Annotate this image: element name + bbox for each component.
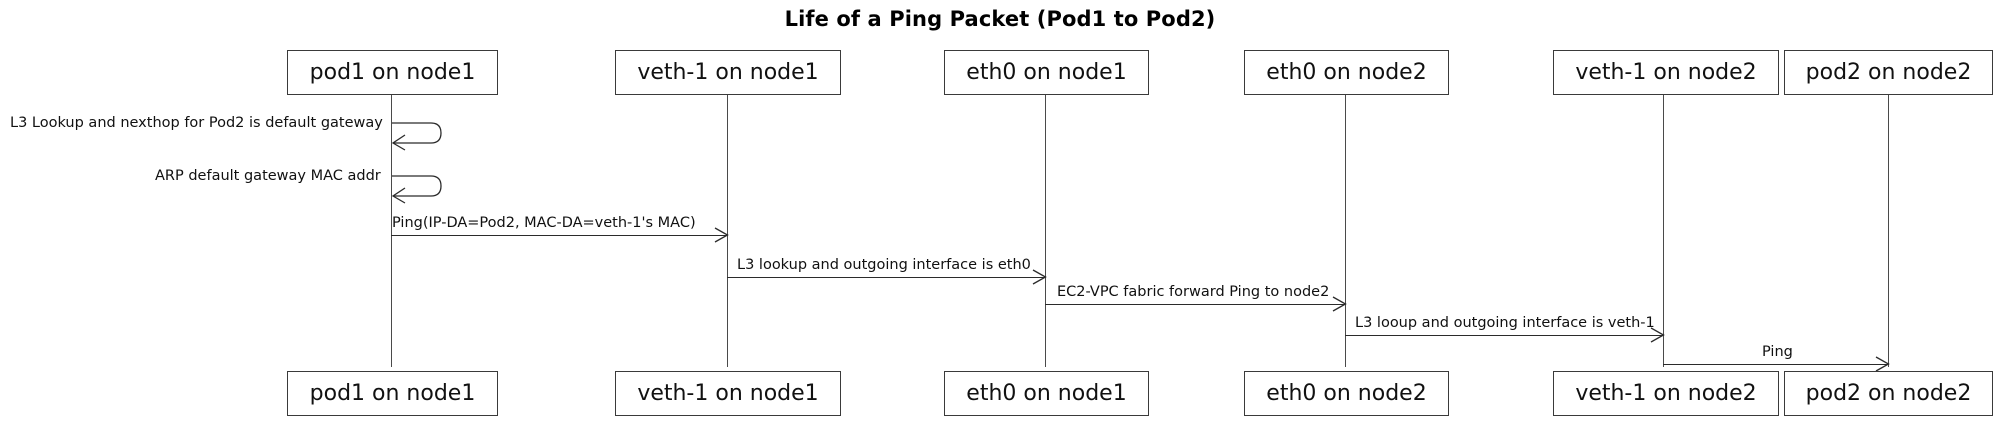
participant-box-top-veth1-node2[interactable]: veth-1 on node2 [1553, 50, 1779, 95]
arrowhead-icon-5 [1332, 296, 1347, 312]
message-label-1: L3 Lookup and nexthop for Pod2 is defaul… [10, 115, 383, 131]
participant-box-top-eth0-node2[interactable]: eth0 on node2 [1244, 50, 1449, 95]
participant-box-bottom-pod1-node1[interactable]: pod1 on node1 [287, 371, 498, 416]
participant-label: pod1 on node1 [309, 60, 476, 85]
lifeline-veth1-node2 [1663, 95, 1665, 367]
participant-label: eth0 on node2 [1266, 381, 1427, 406]
message-line-7 [1663, 364, 1888, 366]
message-selfloop-1 [391, 120, 451, 152]
diagram-title: Life of a Ping Packet (Pod1 to Pod2) [784, 7, 1216, 31]
participant-box-bottom-eth0-node1[interactable]: eth0 on node1 [944, 371, 1149, 416]
message-line-3 [391, 235, 727, 237]
arrowhead-icon-7 [1875, 356, 1890, 372]
participant-label: pod2 on node2 [1805, 60, 1972, 85]
participant-box-top-pod2-node2[interactable]: pod2 on node2 [1784, 50, 1993, 95]
arrowhead-icon-6 [1650, 327, 1665, 343]
participant-label: pod2 on node2 [1805, 381, 1972, 406]
participant-box-top-pod1-node1[interactable]: pod1 on node1 [287, 50, 498, 95]
lifeline-pod2-node2 [1888, 95, 1890, 367]
message-selfloop-2 [391, 173, 451, 205]
lifeline-eth0-node1 [1045, 95, 1047, 367]
participant-box-bottom-eth0-node2[interactable]: eth0 on node2 [1244, 371, 1449, 416]
participant-label: eth0 on node1 [966, 60, 1127, 85]
message-label-5: EC2-VPC fabric forward Ping to node2 [1057, 284, 1330, 300]
lifeline-veth1-node1 [727, 95, 729, 367]
message-line-6 [1345, 335, 1663, 337]
participant-label: eth0 on node1 [966, 381, 1127, 406]
participant-box-top-veth1-node1[interactable]: veth-1 on node1 [615, 50, 841, 95]
participant-label: veth-1 on node2 [1575, 60, 1757, 85]
message-line-5 [1045, 304, 1345, 306]
participant-box-bottom-pod2-node2[interactable]: pod2 on node2 [1784, 371, 1993, 416]
participant-label: eth0 on node2 [1266, 60, 1427, 85]
participant-box-top-eth0-node1[interactable]: eth0 on node1 [944, 50, 1149, 95]
participant-box-bottom-veth1-node1[interactable]: veth-1 on node1 [615, 371, 841, 416]
message-label-2: ARP default gateway MAC addr [155, 168, 381, 184]
message-line-4 [727, 277, 1045, 279]
participant-label: veth-1 on node1 [637, 60, 819, 85]
message-label-6: L3 looup and outgoing interface is veth-… [1355, 315, 1655, 331]
message-label-3: Ping(IP-DA=Pod2, MAC-DA=veth-1's MAC) [392, 215, 696, 231]
arrowhead-icon-4 [1032, 269, 1047, 285]
participant-label: veth-1 on node2 [1575, 381, 1757, 406]
participant-label: pod1 on node1 [309, 381, 476, 406]
message-label-4: L3 lookup and outgoing interface is eth0 [737, 257, 1031, 273]
participant-box-bottom-veth1-node2[interactable]: veth-1 on node2 [1553, 371, 1779, 416]
lifeline-eth0-node2 [1345, 95, 1347, 367]
arrowhead-icon-3 [714, 227, 729, 243]
message-label-7: Ping [1762, 344, 1793, 360]
lifeline-pod1-node1 [391, 95, 393, 367]
participant-label: veth-1 on node1 [637, 381, 819, 406]
